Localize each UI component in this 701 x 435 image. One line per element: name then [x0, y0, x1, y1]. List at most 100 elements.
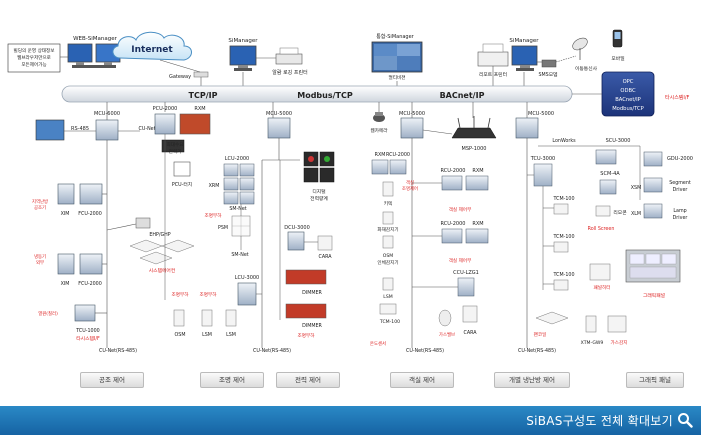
col3-meters [303, 151, 335, 183]
col1-sys-aircon: 시스템에어컨 [149, 267, 175, 274]
col1-ehp-unit [135, 217, 151, 229]
col4-rxm2: RXM [472, 168, 483, 174]
col2-pcu-device [154, 113, 176, 135]
section-guestroom[interactable]: 객실 제어 [390, 372, 454, 388]
col4-rcu1: RCU-2000 [386, 152, 410, 158]
col3-dcu-device [287, 231, 305, 251]
simanager1-label: SiManager [228, 38, 258, 44]
col2-light-load1: 조명부하 [172, 291, 190, 298]
alarm-printer: 알람 로깅 프린터 [272, 47, 308, 76]
col3-dimmers [285, 269, 327, 319]
web-camera-icon [373, 112, 385, 122]
section-hvac[interactable]: 공조 제어 [80, 372, 144, 388]
col2-psm-panel [231, 215, 251, 237]
protocol-bacnet: BACnet/IP [615, 97, 641, 103]
col3-mcu-label: MCU-5000 [266, 111, 292, 117]
other-system-link: 타시스템I/F [665, 94, 690, 101]
col2-cunet-top: CU-Net [138, 126, 155, 132]
footer-label[interactable]: SiBAS구성도 전체 확대보기 [526, 414, 673, 428]
col4-ccu: CCU-LZG1 [453, 270, 479, 276]
col1-tcu-device [74, 304, 96, 322]
section-lighting[interactable]: 조명 제어 [200, 372, 264, 388]
col5-tcm1: TCM-100 [552, 196, 574, 202]
col6-segment-b: Driver [673, 187, 688, 193]
web-simanager-label: WEB-SiManager [73, 36, 118, 42]
col2-peak-b: 전력기 [169, 148, 182, 155]
col1-rs485-label: RS-485 [71, 126, 89, 132]
col4-rxm3: RXM [472, 221, 483, 227]
col2-light-load2: 조명부하 [200, 291, 218, 298]
modbus-label: Modbus/TCP [297, 91, 353, 100]
col5-fan: 팬코일 [534, 331, 547, 338]
col5-remote: 리모콘 [613, 209, 627, 216]
col5-scu: SCU-3000 [606, 138, 631, 144]
col2-peak-device [161, 139, 185, 153]
col3-digital-b: 전력량계 [310, 195, 328, 202]
col5-tcu: TCU-3000 [530, 156, 555, 162]
note-line-3: 모든제어가능 [21, 61, 46, 68]
col4-tcm: TCM-100 [379, 319, 400, 325]
col4-mcu-device [400, 117, 424, 139]
col2-pcu-touch: PCU-터치 [172, 181, 192, 188]
col2-peak-a: 최대수요 [167, 141, 184, 148]
integrated-simanager-label: 통합-SiManager [376, 33, 414, 40]
col3-dcu: DCU-3000 [284, 225, 310, 231]
col2-lcu3000-device [237, 282, 257, 306]
col4-keycard: 키텍 [384, 200, 392, 207]
col4-cara: CARA [463, 330, 477, 336]
mobile-label: 모바일 [611, 55, 624, 62]
col1-red1b: 공조기 [34, 204, 46, 211]
magnifier-icon[interactable] [677, 412, 693, 428]
col4-keycard-device [382, 181, 394, 197]
bacnet-label: BACnet/IP [440, 91, 485, 100]
col2-lcu-rack [223, 163, 255, 205]
sms-label: SMS모뎀 [538, 71, 557, 78]
col4-msp: MSP-1000 [462, 146, 487, 152]
col1-touch-panel [35, 119, 65, 141]
graphic-panel-board [625, 249, 681, 283]
multivision-label: 멀티비젼 [389, 74, 406, 81]
col5-roll: Roll Screen [588, 226, 615, 232]
col4-rcu2: RCU-2000 [441, 168, 466, 174]
internet-label: Internet [131, 45, 173, 55]
alarm-printer-label: 알람 로깅 프린터 [272, 69, 307, 76]
col2-pcu-label: PCU-2000 [153, 106, 178, 112]
col1-red3: 열원(칠러) [38, 310, 58, 317]
col2-light-switch: 조명부하 [205, 212, 223, 219]
col6-lamp-a: Lamp [673, 208, 686, 214]
gateway-device [193, 71, 209, 78]
section-power[interactable]: 전력 제어 [276, 372, 340, 388]
footer-bar[interactable]: SiBAS구성도 전체 확대보기 [0, 406, 701, 435]
col1-fcu-group-1: XIM FCU-2000 지역난방 공조기 [32, 183, 103, 217]
col1-cunet: CU-Net(RS-485) [99, 348, 137, 354]
col5-heater: 패널히터 [594, 284, 611, 291]
col5-xtm: XTM-GW9 [581, 340, 604, 346]
col1-other: 타시스템I/F [76, 335, 100, 342]
col1-red2a: 냉동기 [34, 253, 46, 260]
col2-rxm-device [179, 113, 211, 135]
col4-router-icon [451, 116, 497, 139]
col1-fcu-group-2: XIM FCU-2000 냉동기 외부 [34, 253, 103, 287]
col5-tcm3: TCM-100 [552, 272, 574, 278]
mobile-phone-icon: 모바일 [611, 29, 625, 62]
col5-tcm2: TCM-100 [552, 234, 574, 240]
col1-aircon-icon [129, 239, 195, 265]
col3-cara: CARA [318, 254, 332, 260]
integrated-simanager: 통합-SiManager 멀티비젼 [371, 33, 423, 81]
col4-camera: 웹카메라 [371, 127, 389, 134]
section-graphic-panel[interactable]: 그래픽 패널 [626, 372, 684, 388]
col1-red1a: 지역난방 [32, 198, 48, 205]
col4-sensor1: 화재감지기 [377, 226, 398, 233]
section-individual-hvac[interactable]: 개별 냉난방 제어 [494, 372, 570, 388]
note-line-1: 빌딩의 운영 상태정보 [14, 47, 55, 54]
satellite-dish-icon: 이동통신사 [572, 37, 598, 72]
col6-gdu: GDU-2000 [667, 156, 693, 162]
col2-cunet: CU-Net(RS-485) [253, 348, 291, 354]
col6-graphic: 그래픽패널 [643, 292, 665, 299]
col2-lcu3000: LCU-3000 [235, 275, 259, 281]
simanager-2: SiManager [509, 38, 539, 71]
col5-cunet: CU-Net(RS-485) [518, 348, 556, 354]
col1-xim2: XIM [61, 281, 70, 287]
sms-modem: SMS모뎀 [538, 59, 558, 78]
